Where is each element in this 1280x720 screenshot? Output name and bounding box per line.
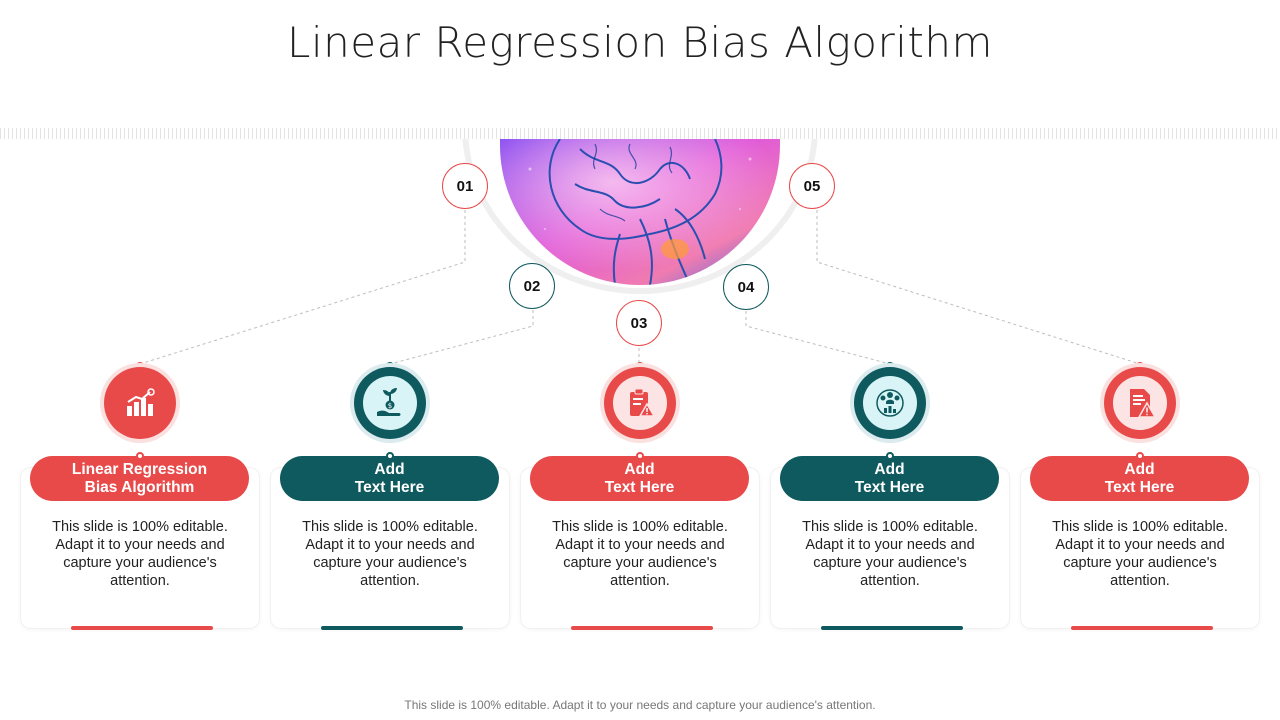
step-number-02: 02 [509,263,555,309]
connector-05 [816,210,1141,365]
step-heading: Add Text Here [1104,460,1175,496]
page-title: Linear Regression Bias Algorithm [287,18,993,67]
connector-knob [1136,452,1144,460]
money-plant-hand-icon: $ [377,388,401,416]
card-accent-bar [71,626,213,630]
growth-chart-icon [127,388,155,416]
step-description: This slide is 100% editable. Adapt it to… [1052,519,1228,589]
step-heading-pill-1: Linear Regression Bias Algorithm [30,456,249,501]
step-description: This slide is 100% editable. Adapt it to… [302,519,478,589]
connector-02 [389,310,534,365]
card-accent-bar [821,626,963,630]
step-heading: Add Text Here [354,460,425,496]
team-chart-icon [876,389,904,417]
step-description: This slide is 100% editable. Adapt it to… [52,519,228,589]
clipboard-warning-icon [630,388,656,417]
connector-01 [139,210,466,365]
step-description: This slide is 100% editable. Adapt it to… [552,519,728,589]
step-description: This slide is 100% editable. Adapt it to… [802,519,978,589]
step-number-04: 04 [723,264,769,310]
step-icon-badge-5 [1104,367,1176,439]
step-heading-pill-2: Add Text Here [280,456,499,501]
document-alert-icon [1130,389,1157,418]
card-accent-bar [321,626,463,630]
card-accent-bar [571,626,713,630]
card-accent-bar [1071,626,1213,630]
step-number-01: 01 [442,163,488,209]
step-number-05: 05 [789,163,835,209]
svg-text:$: $ [388,402,392,410]
step-icon-badge-2: $ [354,367,426,439]
header-divider [0,128,1280,139]
step-heading-pill-4: Add Text Here [780,456,999,501]
step-heading: Add Text Here [854,460,925,496]
footer-note: This slide is 100% editable. Adapt it to… [404,698,876,712]
connector-knob [136,452,144,460]
step-number-03: 03 [616,300,662,346]
step-heading-pill-5: Add Text Here [1030,456,1249,501]
connector-knob [886,452,894,460]
step-heading-pill-3: Add Text Here [530,456,749,501]
step-heading: Add Text Here [604,460,675,496]
step-icon-badge-4 [854,367,926,439]
connector-knob [636,452,644,460]
step-icon-badge-3 [604,367,676,439]
step-heading: Linear Regression Bias Algorithm [71,460,208,496]
connector-knob [386,452,394,460]
connector-04 [745,311,891,365]
step-icon-badge-1 [104,367,176,439]
